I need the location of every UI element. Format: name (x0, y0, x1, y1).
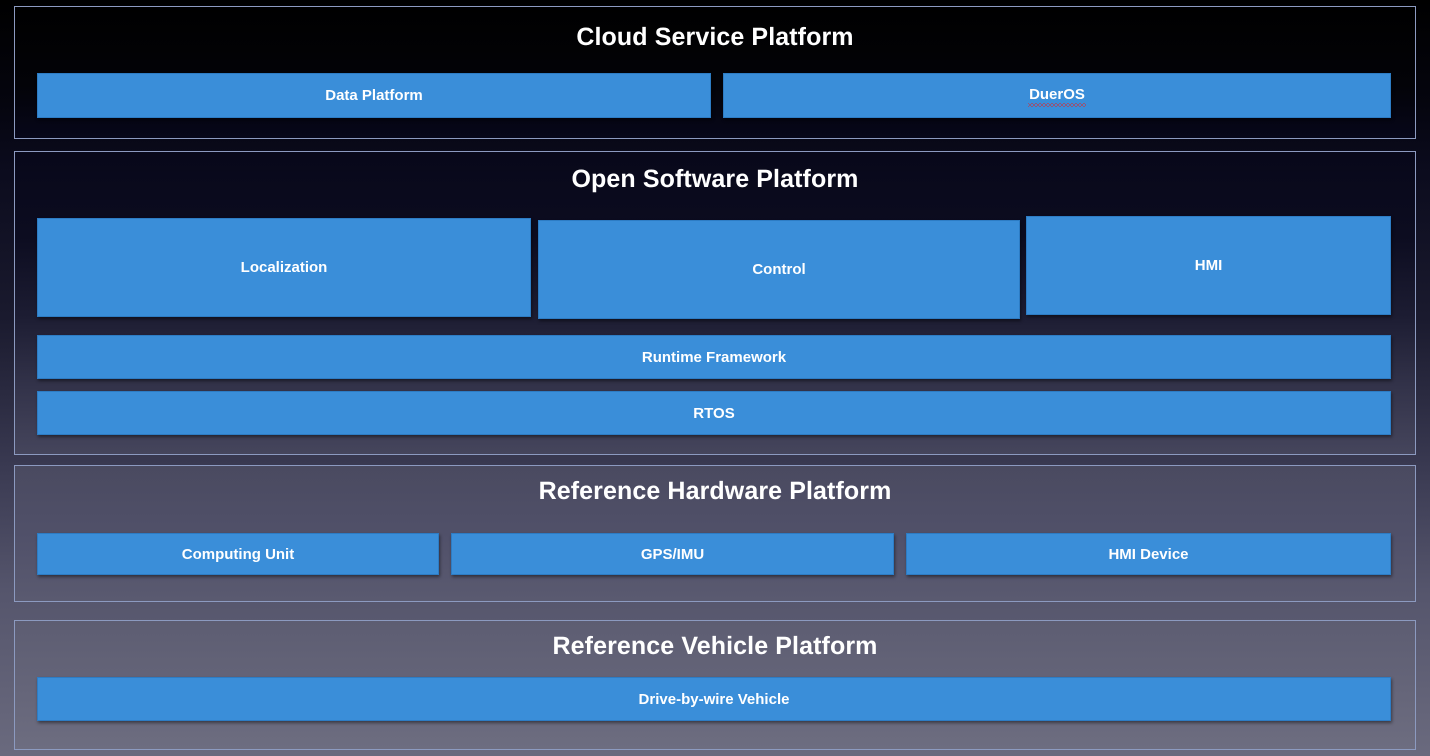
module-box-control[interactable]: Control (538, 220, 1020, 319)
module-box-gps-imu[interactable]: GPS/IMU (451, 533, 894, 575)
module-label-runtime-framework: Runtime Framework (641, 348, 787, 366)
module-box-runtime-framework[interactable]: Runtime Framework (37, 335, 1391, 379)
section-title-cloud-service-platform: Cloud Service Platform (576, 23, 854, 51)
module-box-rtos[interactable]: RTOS (37, 391, 1391, 435)
module-label-computing-unit: Computing Unit (181, 545, 295, 563)
module-label-dueros: DuerOS (1028, 86, 1086, 107)
module-box-drive-by-wire-vehicle[interactable]: Drive-by-wire Vehicle (37, 677, 1391, 721)
module-box-hmi[interactable]: HMI (1026, 216, 1391, 315)
module-box-hmi-device[interactable]: HMI Device (906, 533, 1391, 575)
section-reference-hardware-platform: Reference Hardware Platform Computing Un… (14, 465, 1416, 602)
module-label-drive-by-wire-vehicle: Drive-by-wire Vehicle (638, 690, 790, 708)
module-box-computing-unit[interactable]: Computing Unit (37, 533, 439, 575)
section-title-open-software-platform: Open Software Platform (571, 165, 859, 193)
module-label-control: Control (752, 261, 806, 278)
section-open-software-platform: Open Software Platform Localization Cont… (14, 151, 1416, 455)
module-box-localization[interactable]: Localization (37, 218, 531, 317)
module-label-gps-imu: GPS/IMU (640, 545, 705, 563)
section-title-reference-vehicle-platform: Reference Vehicle Platform (552, 632, 878, 660)
module-box-data-platform[interactable]: Data Platform (37, 73, 711, 118)
module-label-data-platform: Data Platform (325, 87, 423, 104)
module-label-localization: Localization (240, 259, 328, 276)
section-title-reference-hardware-platform: Reference Hardware Platform (538, 477, 892, 505)
module-label-hmi: HMI (1194, 257, 1223, 274)
section-cloud-service-platform: Cloud Service Platform Data Platform Due… (14, 6, 1416, 139)
module-label-rtos: RTOS (693, 404, 735, 422)
module-box-dueros[interactable]: DuerOS (723, 73, 1391, 118)
section-reference-vehicle-platform: Reference Vehicle Platform Drive-by-wire… (14, 620, 1416, 750)
module-label-hmi-device: HMI Device (1108, 545, 1189, 563)
